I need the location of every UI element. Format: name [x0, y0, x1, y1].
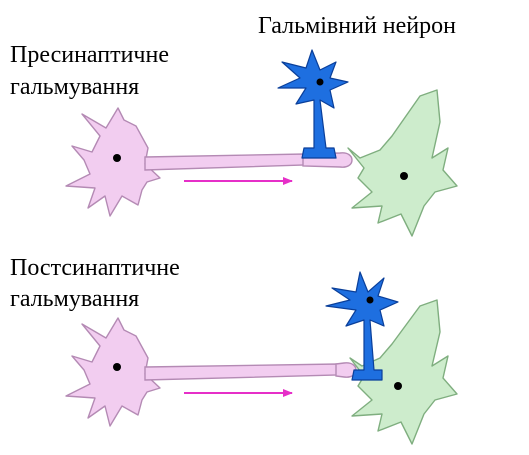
- presynaptic-axon: [145, 154, 305, 170]
- presynaptic-neuron-nucleus: [113, 154, 121, 162]
- inhibitory-neuron-nucleus-top: [317, 79, 324, 86]
- postsynaptic-neuron-top: [348, 90, 457, 236]
- inhibitory-neuron-nucleus-bottom: [367, 297, 374, 304]
- presynaptic-label-line1: Пресинаптичне: [10, 42, 169, 68]
- postsynaptic-neuron-nucleus-bottom: [394, 382, 402, 390]
- inhibitory-neuron-label: Гальмівний нейрон: [258, 13, 456, 39]
- inhibitory-neuron-top: [278, 50, 348, 158]
- postsynaptic-label-line1: Постсинаптичне: [10, 255, 180, 281]
- presynaptic-axon-bottom: [145, 364, 338, 380]
- postsynaptic-label-line2: гальмування: [10, 286, 139, 312]
- postsynaptic-neuron-nucleus-top: [400, 172, 408, 180]
- presynaptic-neuron-nucleus-bottom: [113, 363, 121, 371]
- presynaptic-inhibition-panel: Гальмівний нейрон Пресинаптичне гальмува…: [10, 13, 457, 236]
- postsynaptic-inhibition-panel: Постсинаптичне гальмування: [10, 255, 457, 444]
- presynaptic-label-line2: гальмування: [10, 74, 139, 100]
